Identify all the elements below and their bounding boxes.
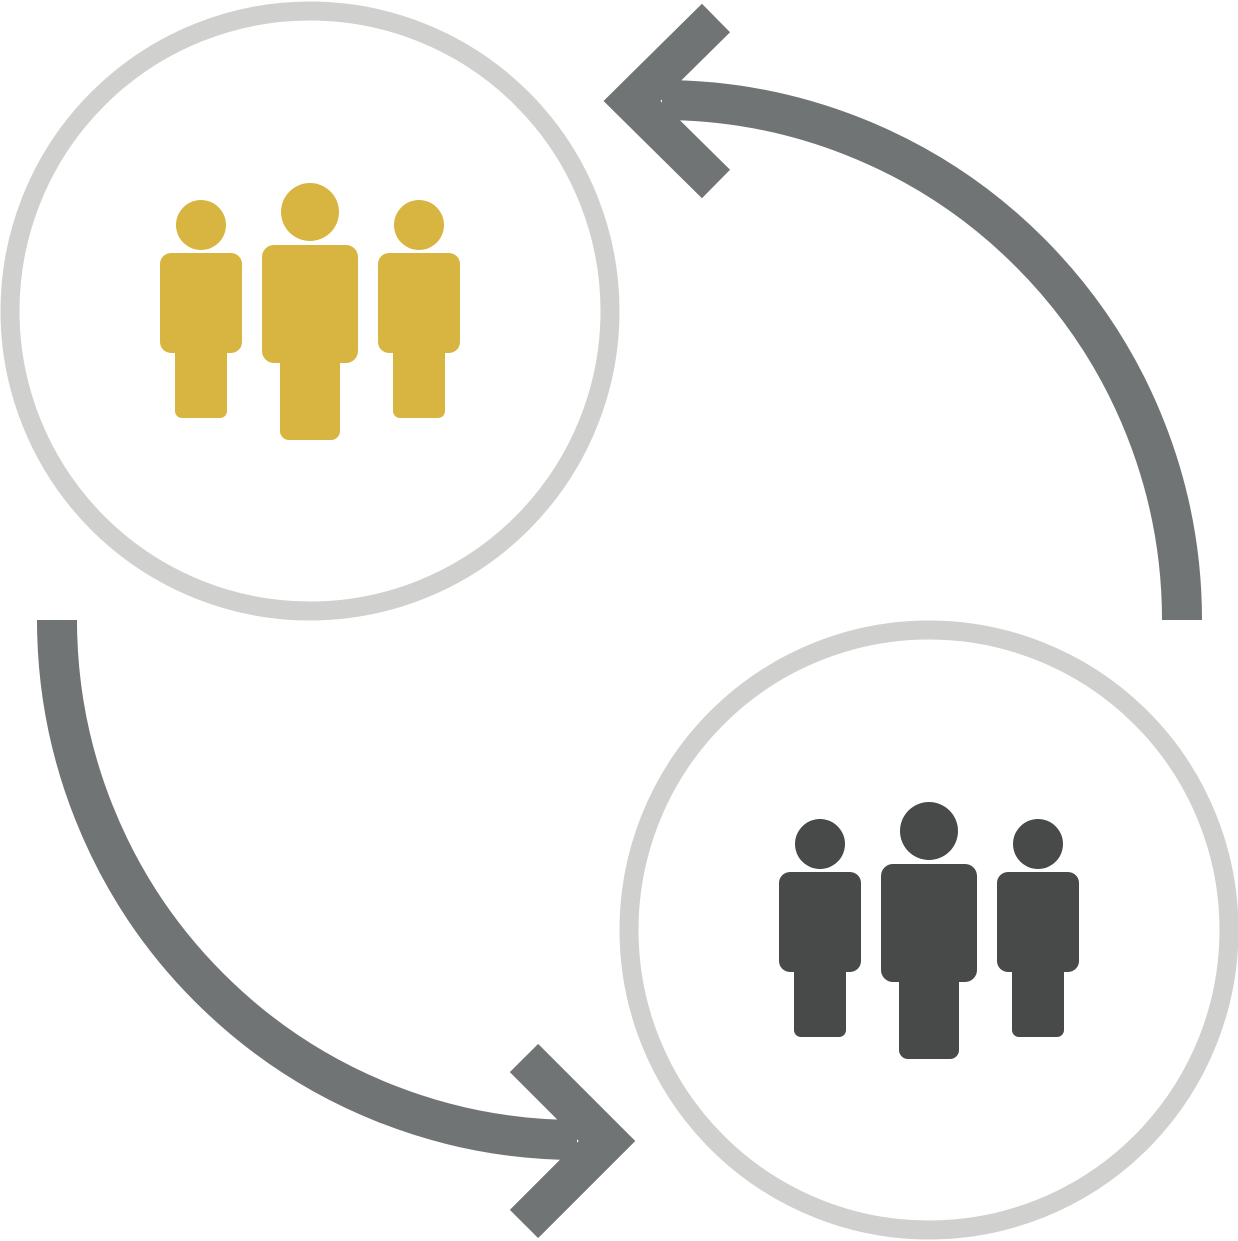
person-icon <box>160 200 242 418</box>
person-icon <box>779 819 861 1037</box>
arrow-to-bottom-right-head <box>509 1043 636 1239</box>
arrow-to-top-left-shaft <box>661 80 1202 621</box>
person-icon <box>881 802 977 1059</box>
people-group-icon <box>160 183 460 440</box>
bottom-right-node-circle <box>619 620 1238 1240</box>
arrow-to-bottom-right-shaft <box>37 619 578 1160</box>
arrow-to-top-left-head <box>603 3 731 199</box>
person-icon <box>378 200 460 418</box>
top-left-node-circle <box>0 1 620 621</box>
person-icon <box>997 819 1079 1037</box>
person-icon <box>262 183 358 440</box>
people-group-icon <box>779 802 1079 1059</box>
arrow-to-bottom-right <box>37 619 636 1239</box>
arrow-to-top-left <box>603 3 1202 621</box>
